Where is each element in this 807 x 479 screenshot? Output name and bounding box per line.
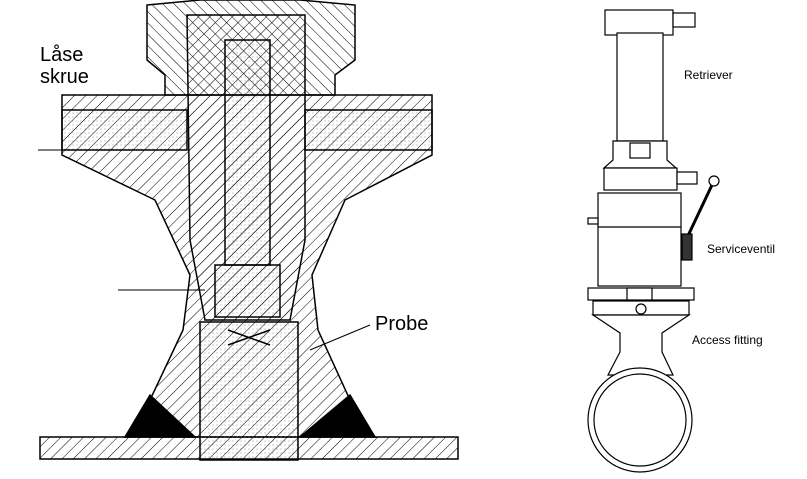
retriever-label: Retriever [684,68,733,82]
lock-screw-left [61,109,188,151]
pipe-inner [593,373,687,467]
lock-screw-label-line1: Låse [40,44,84,66]
bleed-valve [676,171,698,185]
weld-left [123,393,197,438]
probe-body [199,321,299,461]
access-fitting-label: Access fitting [692,333,763,347]
valve-handle-knob [708,175,720,187]
probe-label: Probe [375,313,429,335]
retriever-cap [604,9,674,36]
center-rod [224,39,271,266]
cross-section-drawing [38,0,459,461]
lock-screw-label-line2: skrue [40,66,89,88]
retriever-ring [603,167,678,191]
retriever-port [672,12,696,28]
retriever-assembly-drawing [587,9,720,473]
probe-holder [214,264,281,318]
service-valve-label: Serviceventil [707,242,776,256]
fitting-cone [591,314,691,376]
probe-cross [227,329,271,346]
weld-right [297,393,377,438]
retriever-tube [616,32,664,142]
lock-screw-label: Låse skrue [40,44,89,88]
lock-screw-right [304,109,433,151]
service-valve-body [597,192,682,287]
